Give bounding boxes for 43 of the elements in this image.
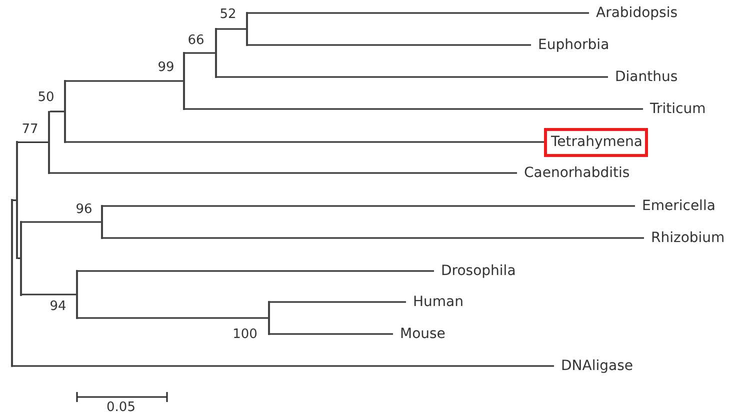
taxon-label: Human bbox=[406, 292, 464, 312]
bootstrap-value: 94 bbox=[50, 300, 66, 314]
tree-branch bbox=[18, 141, 48, 144]
tree-branch bbox=[22, 294, 76, 296]
tree-branch bbox=[248, 44, 531, 46]
tree-branch bbox=[185, 108, 643, 110]
bootstrap-value: 50 bbox=[38, 91, 54, 105]
taxon-label: Rhizobium bbox=[644, 228, 725, 248]
bootstrap-value: 96 bbox=[76, 203, 92, 217]
tree-branch bbox=[66, 141, 544, 143]
bootstrap-value: 100 bbox=[232, 328, 258, 342]
taxon-label: Emericella bbox=[635, 196, 716, 216]
taxon-label: Dianthus bbox=[608, 67, 678, 87]
tree-branch bbox=[248, 12, 589, 14]
taxon-label: Caenorhabditis bbox=[517, 163, 630, 183]
tree-branch bbox=[217, 28, 246, 30]
tree-branch bbox=[13, 365, 554, 367]
tree-branch bbox=[103, 237, 644, 239]
bootstrap-value: 99 bbox=[158, 61, 174, 75]
highlighted-taxon-label: Tetrahymena bbox=[544, 128, 648, 156]
scale-bar-label: 0.05 bbox=[106, 401, 136, 415]
bootstrap-value: 77 bbox=[22, 123, 38, 137]
bootstrap-value: 52 bbox=[220, 8, 236, 22]
taxon-label: Arabidopsis bbox=[589, 3, 678, 23]
tree-branch bbox=[217, 76, 608, 78]
tree-branch bbox=[50, 110, 64, 112]
tree-branch bbox=[78, 270, 434, 272]
tree-branch bbox=[78, 317, 268, 319]
taxon-label: Triticum bbox=[643, 99, 706, 119]
tree-branch bbox=[13, 199, 16, 202]
tree-branch bbox=[103, 205, 635, 207]
tree-branch bbox=[270, 333, 393, 335]
bootstrap-value: 66 bbox=[188, 34, 204, 48]
tree-branch bbox=[66, 80, 183, 82]
taxon-label: Drosophila bbox=[434, 261, 516, 281]
tree-branch bbox=[50, 172, 517, 174]
tree-branch bbox=[270, 301, 406, 303]
taxon-label: DNAligase bbox=[554, 356, 633, 376]
tree-branch bbox=[18, 257, 20, 260]
tree-branch bbox=[22, 221, 101, 223]
taxon-label: Mouse bbox=[393, 324, 446, 344]
tree-branch bbox=[185, 52, 215, 54]
taxon-label: Euphorbia bbox=[531, 35, 610, 55]
